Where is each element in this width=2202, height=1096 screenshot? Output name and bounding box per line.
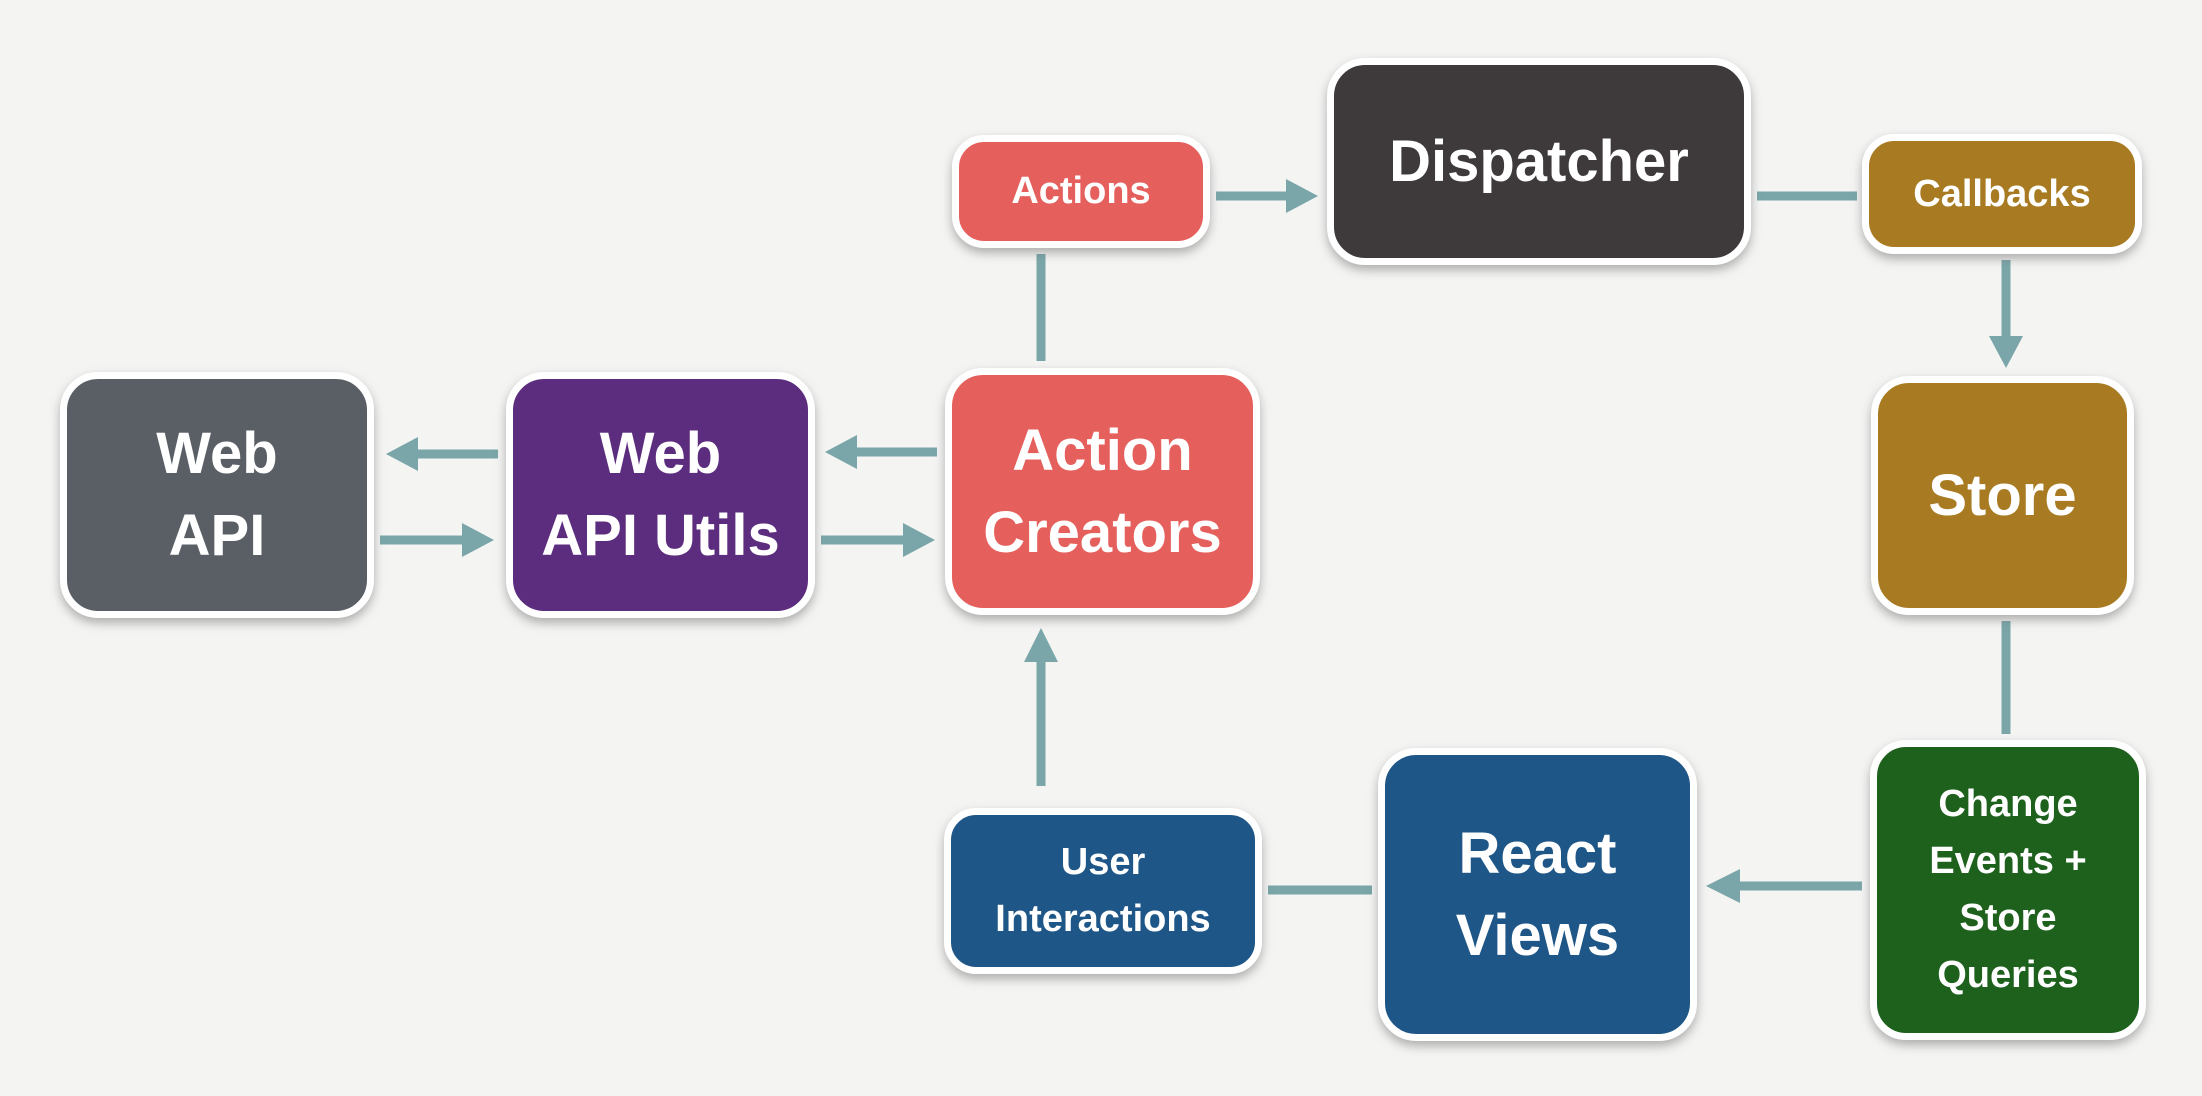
node-web-api: Web API	[60, 372, 374, 618]
arrowhead-down-icon	[1989, 336, 2023, 368]
node-label-line: Dispatcher	[1389, 128, 1689, 194]
edge-change-events-to-react-views	[1706, 869, 1862, 903]
node-label-line: Callbacks	[1913, 172, 2091, 215]
node-label-line: Queries	[1937, 954, 2079, 996]
arrowhead-up-icon	[1024, 628, 1058, 662]
arrowhead-left-icon	[825, 435, 857, 469]
node-actions: Actions	[952, 135, 1210, 248]
node-label-line: API Utils	[541, 503, 780, 568]
node-label-line: API	[168, 503, 266, 568]
node-label-line: Web	[599, 421, 722, 486]
edge-action-creators-to-web-api-utils	[825, 435, 937, 469]
edge-web-api-utils-to-action-creators	[821, 523, 935, 557]
node-store: Store	[1871, 376, 2134, 615]
edge-web-api-utils-to-web-api	[386, 437, 498, 471]
node-label-line: Creators	[983, 499, 1222, 565]
node-callbacks: Callbacks	[1862, 134, 2142, 254]
edge-web-api-to-web-api-utils	[380, 523, 494, 557]
node-web-api-utils: Web API Utils	[506, 372, 815, 618]
node-label-line: Store	[1959, 897, 2057, 939]
node-label-line: Action	[1012, 417, 1193, 483]
arrowhead-right-icon	[1286, 179, 1318, 213]
node-label-line: Interactions	[995, 898, 1211, 940]
node-label-line: Web	[156, 421, 278, 486]
node-react-views: React Views	[1378, 748, 1697, 1041]
node-label-line: React	[1458, 820, 1617, 886]
node-label-line: Views	[1455, 902, 1620, 968]
node-dispatcher: Dispatcher	[1327, 58, 1751, 265]
node-label-line: Store	[1928, 462, 2077, 528]
node-user-interactions: User Interactions	[944, 808, 1262, 974]
arrowhead-right-icon	[462, 523, 494, 557]
node-change-events-store-queries: Change Events + Store Queries	[1870, 740, 2146, 1040]
arrowhead-left-icon	[1706, 869, 1740, 903]
arrowhead-right-icon	[903, 523, 935, 557]
node-label-line: Events +	[1929, 840, 2087, 882]
arrowhead-left-icon	[386, 437, 418, 471]
node-label-line: User	[1060, 841, 1146, 883]
edge-user-interactions-to-action-creators	[1024, 628, 1058, 786]
edge-callbacks-to-store	[1989, 260, 2023, 368]
node-action-creators: Action Creators	[945, 368, 1260, 615]
node-label-line: Actions	[1011, 170, 1151, 212]
edge-actions-to-dispatcher	[1216, 179, 1318, 213]
node-label-line: Change	[1938, 783, 2078, 825]
